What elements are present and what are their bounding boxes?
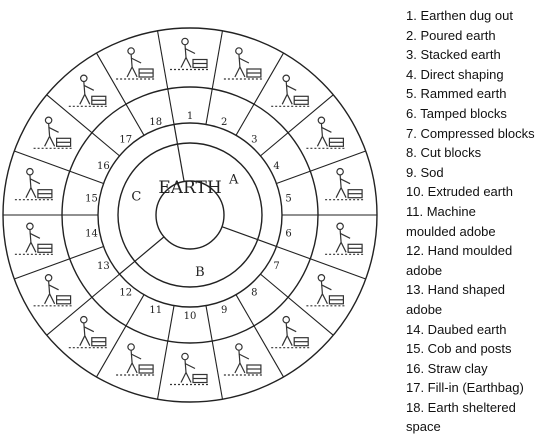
sector-number: 7: [273, 261, 279, 272]
sector-number: 8: [251, 288, 257, 299]
sector-divider: [260, 273, 334, 336]
illustration-inner-ring: [61, 86, 319, 344]
sector-divider: [46, 94, 120, 157]
worker-sketch: [116, 47, 157, 80]
group-divider: [173, 124, 185, 182]
sector-divider: [205, 305, 224, 400]
sector-divider: [46, 273, 120, 336]
sector-divider: [14, 150, 104, 185]
number-inner-ring: [97, 122, 283, 308]
legend-list: 1. Earthen dug out 2. Poured earth 3. Stac…: [406, 6, 548, 437]
sector-number: 11: [149, 305, 162, 316]
legend-item: 10. Extruded earth: [406, 184, 513, 200]
legend-item: 16. Straw clay: [406, 360, 488, 376]
sector-divider: [205, 30, 224, 125]
illustration-ring: [14, 37, 366, 386]
sector-number: 14: [85, 228, 98, 239]
sector-divider: [14, 245, 104, 280]
sector-number: 18: [149, 117, 162, 128]
sector-number: 16: [97, 161, 110, 172]
sector-divider: [96, 294, 145, 378]
sector-divider: [260, 94, 334, 157]
worker-sketch: [116, 343, 157, 376]
worker-sketch: [14, 222, 55, 255]
worker-sketch: [223, 47, 264, 80]
sector-number: 3: [251, 134, 257, 145]
worker-sketch: [170, 37, 210, 71]
sector-divider: [276, 150, 366, 185]
legend-item: 8. Cut blocks: [406, 145, 482, 161]
worker-sketch: [271, 315, 312, 349]
worker-sketch: [325, 222, 366, 255]
worker-sketch: [271, 74, 312, 107]
group-divider: [221, 226, 277, 248]
legend-item: adobe: [406, 301, 443, 317]
worker-sketch: [33, 273, 74, 307]
letter-inner-ring: [117, 142, 263, 288]
group-letter: C: [131, 190, 141, 205]
worker-sketch: [33, 116, 74, 149]
sector-number: 12: [119, 288, 132, 299]
worker-sketch: [68, 315, 109, 349]
legend-item: 7. Compressed blocks: [406, 125, 535, 141]
sector-number: 9: [221, 305, 227, 316]
legend-item: 11. Machine: [406, 203, 476, 219]
worker-sketch: [306, 116, 347, 149]
legend-item: 18. Earth sheltered: [406, 399, 516, 415]
legend-item: space: [406, 419, 441, 435]
legend-item: adobe: [406, 262, 443, 278]
worker-sketch: [325, 167, 366, 201]
legend-item: 5. Rammed earth: [406, 86, 507, 102]
legend-item: moulded adobe: [406, 223, 496, 239]
sector-number: 13: [97, 261, 110, 272]
sector-divider: [276, 245, 366, 280]
worker-sketch: [306, 273, 347, 307]
sector-number: 6: [285, 228, 291, 239]
sector-number: 15: [85, 194, 98, 205]
legend-item: 2. Poured earth: [406, 27, 496, 43]
sector-number: 10: [184, 311, 197, 322]
wheel-dividers: [3, 30, 377, 400]
sector-divider: [156, 305, 175, 400]
sector-divider: [235, 52, 284, 136]
legend-item: 12. Hand moulded: [406, 243, 513, 259]
worker-sketch: [14, 167, 55, 201]
legend-item: 1. Earthen dug out: [406, 8, 513, 23]
sector-number: 2: [221, 117, 227, 128]
sector-number: 4: [273, 161, 279, 172]
legend-item: 15. Cob and posts: [406, 341, 512, 357]
legend-item: 4. Direct shaping: [406, 66, 504, 82]
group-letter: B: [195, 265, 205, 280]
legend-item: 17. Fill-in (Earthbag): [406, 380, 524, 396]
legend-item: 9. Sod: [406, 164, 444, 180]
sector-number: 1: [187, 111, 193, 122]
sector-divider: [235, 294, 284, 378]
sector-number: 17: [119, 134, 132, 145]
center-label: EARTH: [158, 178, 221, 198]
legend-item: 3. Stacked earth: [406, 47, 501, 63]
center-circle: [155, 180, 225, 250]
worker-sketch: [68, 74, 109, 107]
sector-divider: [156, 30, 175, 125]
group-letter-labels: A B C: [131, 172, 239, 280]
legend-item: 6. Tamped blocks: [406, 105, 507, 121]
worker-sketch: [223, 343, 264, 376]
group-letter: A: [228, 172, 239, 187]
sector-number: 5: [285, 194, 291, 205]
legend-item: 13. Hand shaped: [406, 282, 506, 298]
worker-sketch: [170, 352, 210, 386]
group-divider: [119, 236, 165, 275]
sector-divider: [96, 52, 145, 136]
legend-item: 14. Daubed earth: [406, 321, 507, 337]
